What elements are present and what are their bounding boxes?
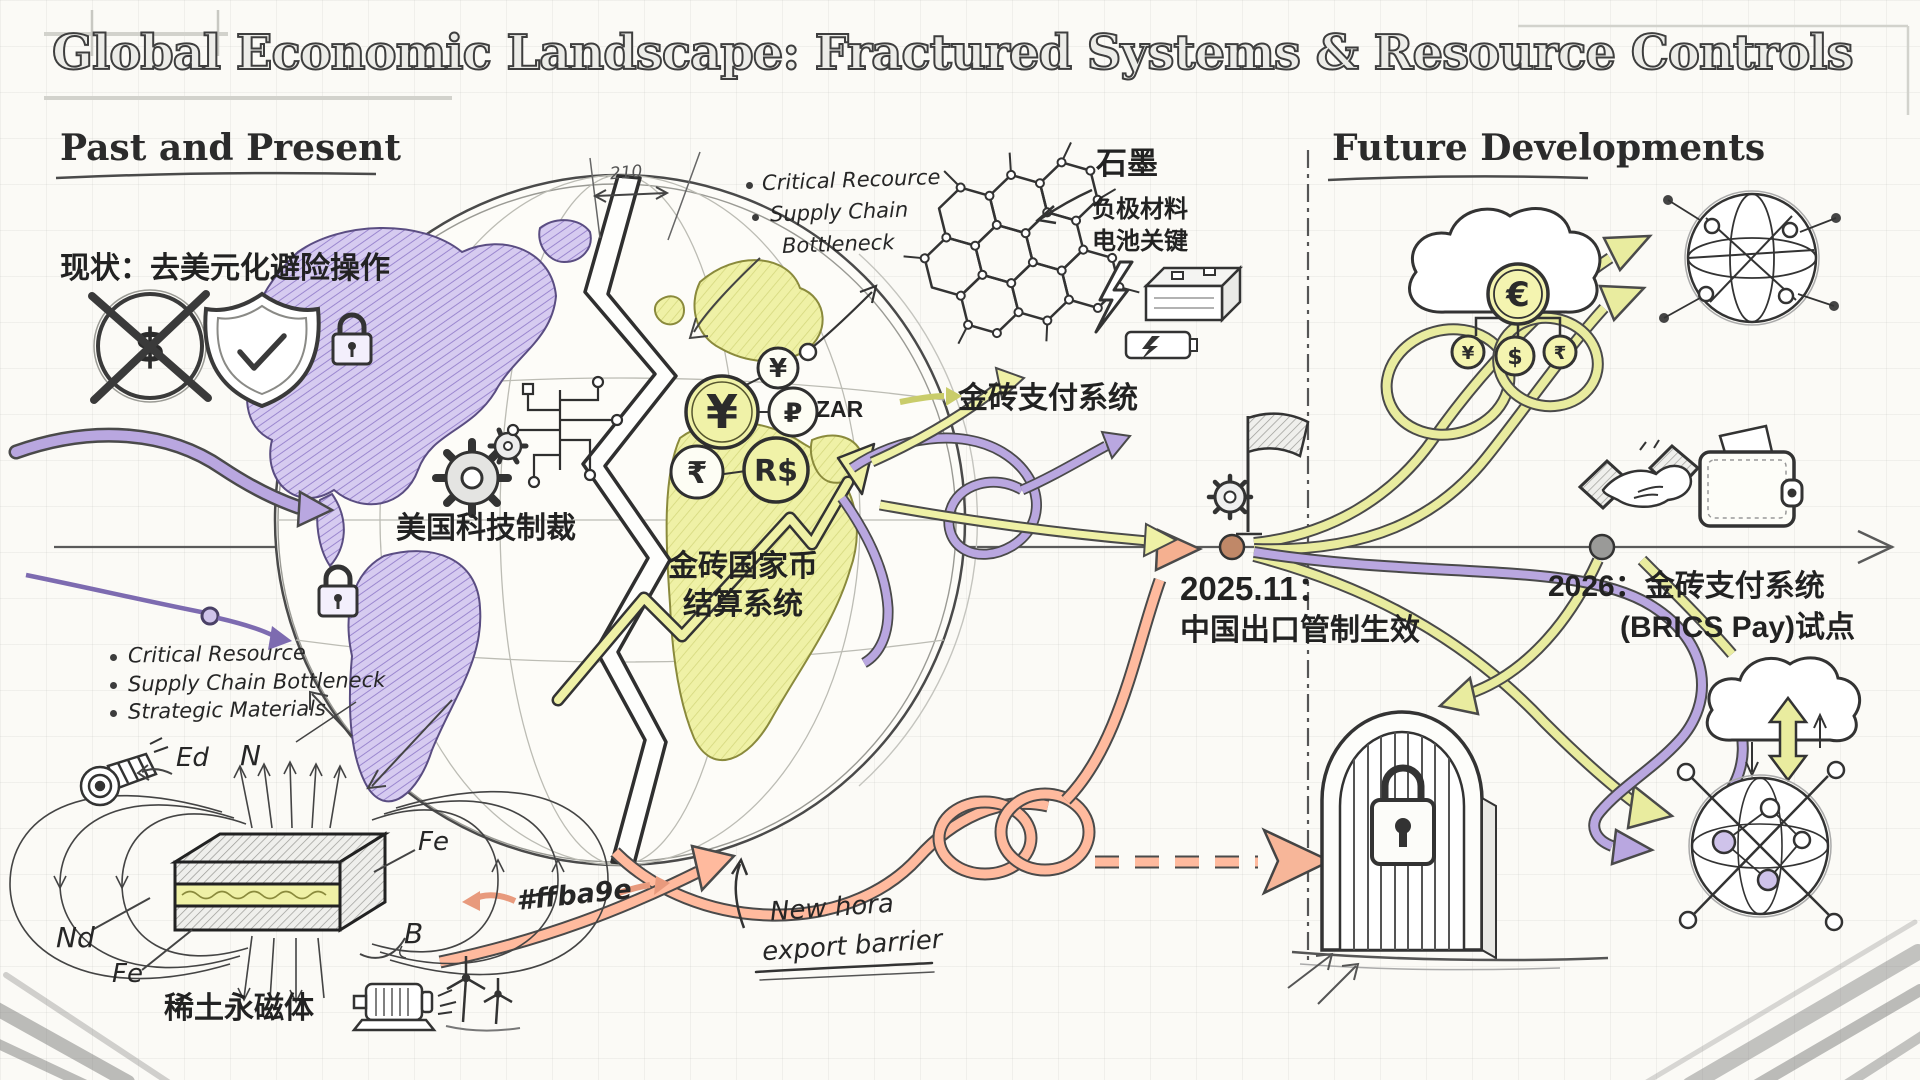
magnet-caption: 稀土永磁体	[164, 992, 314, 1025]
cloud-rupee: ₹	[1554, 343, 1567, 364]
settlement-label: 金砖国家币 结算系统	[658, 548, 828, 624]
salmon-small-arrows	[462, 876, 670, 911]
flag-gear-icon	[1206, 412, 1310, 536]
magnet-label-nd: Nd	[56, 921, 95, 954]
bullet-dot	[746, 182, 753, 189]
bullet-dot	[752, 214, 759, 221]
door-lock-icon	[1287, 710, 1609, 1005]
graphite-title: 石墨	[1096, 146, 1158, 181]
graphite-desc-2: 电池关键	[1092, 228, 1188, 255]
wind-turbine-icon	[445, 956, 521, 1032]
shield-check-icon	[203, 291, 321, 409]
crack-dimension-label: 210	[609, 161, 644, 185]
timeline-arrowhead-icon	[1857, 529, 1895, 565]
section-heading-past: Past and Present	[60, 127, 401, 169]
magnet-label-fe-bottom: Fe	[112, 959, 143, 989]
resource-note-3: Strategic Materials	[127, 696, 327, 724]
corner-smudges	[0, 919, 1920, 1080]
graphite-desc-1: 负极材料	[1092, 196, 1188, 223]
event-2026-line-1: 2026：金砖支付系统	[1548, 570, 1825, 603]
network-sphere-icon	[1676, 760, 1846, 932]
salmon-arrow-up	[438, 844, 737, 969]
gear-small-icon	[487, 427, 529, 465]
sketch-frame-lines	[44, 10, 1910, 115]
heading-underlines	[55, 171, 1589, 182]
yellow-ribbon-fan	[1252, 234, 1737, 830]
export-note-underline	[754, 961, 935, 981]
battery-icon	[1142, 264, 1244, 324]
magnet-field-lines	[9, 760, 609, 1004]
crack-note-2a: Supply Chain	[769, 197, 909, 227]
bullet-dot	[110, 710, 117, 717]
export-note-arrow	[730, 857, 749, 929]
status-label: 现状：去美元化避险操作	[60, 252, 390, 285]
gear-icon	[432, 438, 512, 518]
purple-arrow	[8, 427, 335, 529]
magnet-label-ed: Ed	[176, 743, 209, 773]
magnet-leader-lines	[91, 764, 416, 971]
no-dollar-icon: $	[88, 289, 212, 404]
purple-swirl-arrow	[848, 430, 1132, 560]
continents-east	[654, 259, 864, 762]
currency-yen-small: ¥	[769, 354, 787, 384]
currency-rupee: ₹	[687, 456, 708, 491]
magnet-label-b: B	[404, 917, 424, 950]
magnet-block	[169, 831, 391, 933]
cloud-euro: €	[1505, 275, 1530, 315]
purple-strand	[837, 494, 894, 668]
sync-cloud-icon	[1705, 656, 1861, 783]
battery-cell-icon	[1124, 330, 1198, 360]
resource-note-2: Supply Chain Bottleneck	[127, 667, 386, 697]
tech-sanctions-label: 美国科技制裁	[396, 512, 576, 545]
bullet-dot	[110, 682, 117, 689]
lightning-icon	[1094, 260, 1134, 334]
currency-network: ¥ ¥ ₽ ₹ R$	[669, 284, 878, 504]
continents-west	[246, 219, 592, 803]
magnet-label-fe-right: Fe	[418, 827, 449, 857]
timeline-dot-2025	[1218, 533, 1246, 561]
bullet-dot	[110, 654, 117, 661]
fractured-globe	[246, 173, 979, 867]
circuit-icon	[506, 375, 624, 489]
crack-note-2b: Bottleneck	[781, 230, 895, 258]
lock-icon	[331, 312, 373, 366]
settlement-line-2: 结算系统	[683, 588, 803, 621]
cloud-yen: ¥	[1462, 343, 1475, 364]
node-dot	[798, 342, 818, 362]
event-2025-date: 2025.11：	[1180, 570, 1331, 607]
section-heading-future: Future Developments	[1332, 127, 1766, 169]
zar-label: ZAR	[816, 396, 864, 422]
misc-thin-arrows	[295, 690, 453, 790]
currency-cloud-icon: € ¥ $ ₹	[1408, 207, 1602, 377]
event-2026: 2026：金砖支付系统 (BRICS Pay)试点	[1548, 570, 1855, 645]
graphene-lattice-icon	[903, 142, 1140, 345]
timeline-dot-2026	[1588, 533, 1616, 561]
network-globe-icon	[1659, 190, 1841, 326]
event-2025: 2025.11： 中国出口管制生效	[1180, 570, 1420, 648]
wallet-icon	[1698, 424, 1804, 528]
mini-motor-icon	[79, 737, 169, 807]
graphite-label-arrow	[1035, 188, 1093, 225]
currency-real: R$	[754, 454, 798, 489]
settlement-line-1: 金砖国家币	[668, 550, 818, 583]
lock-icon	[317, 564, 359, 618]
resource-note-1: Critical Resource	[127, 640, 307, 668]
page-title: Global Economic Landscape: Fractured Sys…	[51, 24, 1855, 81]
currency-ruble: ₽	[784, 398, 803, 429]
handshake-icon	[1577, 439, 1701, 511]
magnet-label-n: N	[240, 739, 261, 772]
event-2025-text: 中国出口管制生效	[1180, 613, 1420, 647]
currency-yen: ¥	[706, 385, 738, 439]
brics-pay-label: 金砖支付系统	[958, 382, 1138, 415]
cloud-dollar: $	[1507, 345, 1522, 370]
magnet-diagram	[9, 737, 609, 1004]
crack-dimension	[589, 151, 701, 241]
purple-arrow-pendant	[25, 572, 292, 650]
event-2026-line-2: (BRICS Pay)试点	[1620, 610, 1856, 644]
yellow-arrow-globe	[869, 366, 1179, 558]
salmon-dashed-arrow	[1095, 827, 1333, 896]
bottleneck-arrow	[688, 257, 761, 340]
motor-icon	[351, 982, 457, 1032]
